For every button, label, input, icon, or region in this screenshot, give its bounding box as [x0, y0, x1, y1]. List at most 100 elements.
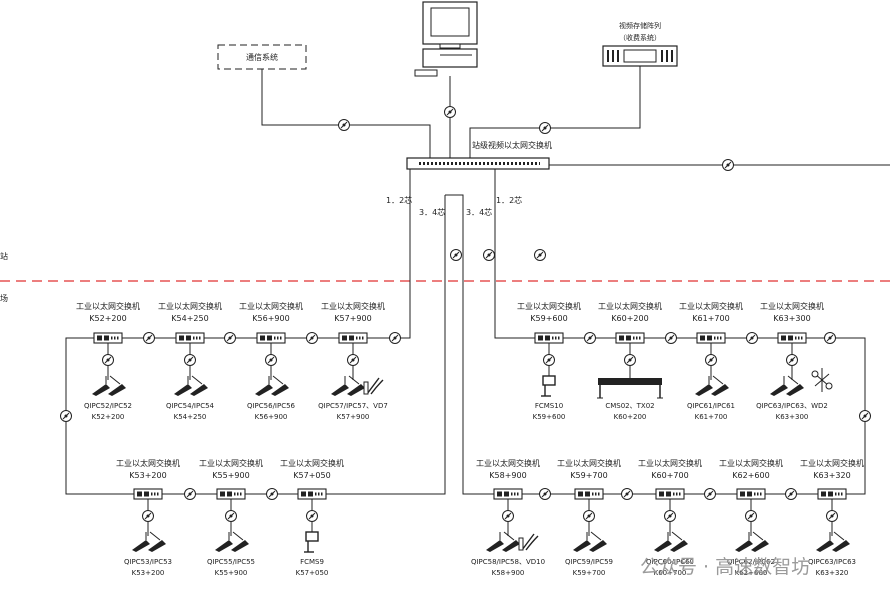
computer-icon	[414, 1, 478, 77]
device-name: QIPC52/IPC52	[84, 402, 132, 410]
industrial-switch	[615, 332, 645, 344]
camera-icon	[486, 531, 520, 552]
fiber-optic-transceiver-icon	[142, 510, 154, 522]
switch-km: K53+200	[129, 471, 166, 480]
fiber-optic-transceiver-icon	[621, 488, 633, 500]
fiber-optic-transceiver-icon	[224, 332, 236, 344]
industrial-switch	[93, 332, 123, 344]
storage-array-icon	[602, 45, 678, 67]
fiber-optic-transceiver-icon	[745, 510, 757, 522]
fiber-optic-transceiver-icon	[502, 510, 514, 522]
fiber-optic-transceiver-icon	[306, 332, 318, 344]
fiber-right-12	[494, 169, 535, 339]
switch-km: K58+900	[489, 471, 526, 480]
camera-icon	[255, 375, 289, 396]
camera-icon	[331, 375, 365, 396]
device-km: K53+200	[132, 569, 165, 577]
comm-system-label: 通信系统	[246, 52, 278, 62]
device-name: QIPC55/IPC55	[207, 558, 255, 566]
weather-station-icon	[811, 368, 833, 392]
device-name: QIPC56/IPC56	[247, 402, 296, 410]
switch-km: K60+200	[611, 314, 648, 323]
device-name: QIPC60/IPC60	[646, 558, 694, 566]
industrial-switch	[534, 332, 564, 344]
fiber-optic-transceiver-icon	[60, 410, 72, 422]
switch-title: 工业以太网交换机	[239, 301, 303, 311]
fiber-optic-transceiver-icon	[704, 488, 716, 500]
device-name: FCMS10	[535, 402, 563, 410]
fiber-optic-transceiver-icon	[786, 354, 798, 366]
station-label-bottom: 场	[0, 294, 8, 303]
device-km: K61+700	[695, 413, 728, 421]
switch-km: K57+900	[334, 314, 371, 323]
switch-title: 工业以太网交换机	[638, 458, 702, 468]
device-name: QIPC54/IPC54	[166, 402, 215, 410]
fiber-left-34	[360, 195, 446, 495]
device-km: K52+200	[92, 413, 125, 421]
fiber-optic-transceiver-icon	[347, 354, 359, 366]
industrial-switch	[175, 332, 205, 344]
device-km: K57+050	[296, 569, 329, 577]
device-name: QIPC63/IPC63	[808, 558, 856, 566]
fiber-optic-transceiver-icon	[534, 249, 546, 261]
camera-icon	[770, 375, 804, 396]
industrial-switch	[817, 488, 847, 500]
fiber-optic-transceiver-icon	[705, 354, 717, 366]
switch-title: 工业以太网交换机	[158, 301, 222, 311]
switch-title: 工业以太网交换机	[800, 458, 864, 468]
fiber-right-34-label: 3．4芯	[466, 207, 492, 217]
storage-title: 视频存储阵列	[619, 21, 661, 30]
camera-icon	[174, 375, 208, 396]
camera-icon	[132, 531, 166, 552]
core-switch	[406, 157, 550, 170]
switch-title: 工业以太网交换机	[476, 458, 540, 468]
fiber-optic-transceiver-icon	[225, 510, 237, 522]
link-storage-core	[469, 66, 641, 158]
fiber-optic-transceiver-icon	[543, 354, 555, 366]
switch-title: 工业以太网交换机	[321, 301, 385, 311]
industrial-switch	[655, 488, 685, 500]
camera-icon	[695, 375, 729, 396]
camera-icon	[215, 531, 249, 552]
device-km: K57+900	[337, 413, 370, 421]
switch-title: 工业以太网交换机	[280, 458, 344, 468]
fiber-optic-transceiver-icon	[450, 249, 462, 261]
device-name: QIPC53/IPC53	[124, 558, 172, 566]
fiber-left-34-top	[445, 194, 500, 495]
fiber-optic-transceiver-icon	[539, 488, 551, 500]
industrial-switch	[297, 488, 327, 500]
switch-km: K59+700	[570, 471, 607, 480]
fiber-optic-transceiver-icon	[583, 510, 595, 522]
switch-title: 工业以太网交换机	[598, 301, 662, 311]
industrial-switch	[493, 488, 523, 500]
station-label-top: 站	[0, 251, 8, 261]
fiber-optic-transceiver-icon	[826, 510, 838, 522]
fiber-optic-transceiver-icon	[338, 119, 350, 131]
device-name: QIPC58/IPC58、VD10	[471, 558, 545, 566]
device-name: QIPC57/IPC57、VD7	[318, 402, 388, 410]
device-km: K60+200	[614, 413, 647, 421]
industrial-switch	[133, 488, 163, 500]
device-km: K54+250	[174, 413, 207, 421]
gantry-sign-icon	[597, 378, 663, 399]
vehicle-detector-icon	[363, 377, 384, 395]
device-name: QIPC61/IPC61	[687, 402, 735, 410]
industrial-switch	[777, 332, 807, 344]
fiber-right-12-label: 1．2芯	[496, 195, 522, 205]
camera-icon	[816, 531, 850, 552]
core-switch-label: 站级视频以太网交换机	[472, 140, 552, 150]
switch-title: 工业以太网交换机	[76, 301, 140, 311]
device-km: K63+300	[776, 413, 809, 421]
fiber-optic-transceiver-icon	[444, 106, 456, 118]
device-name: QIPC62/IPC62	[727, 558, 775, 566]
switch-title: 工业以太网交换机	[199, 458, 263, 468]
switch-km: K63+320	[813, 471, 850, 480]
sign-board-icon	[541, 375, 556, 397]
fiber-left-12	[380, 169, 411, 339]
switch-title: 工业以太网交换机	[679, 301, 743, 311]
storage-subtitle: （收费系统）	[619, 33, 661, 42]
device-name: FCMS9	[300, 558, 324, 566]
industrial-switch	[216, 488, 246, 500]
fiber-optic-transceiver-icon	[102, 354, 114, 366]
